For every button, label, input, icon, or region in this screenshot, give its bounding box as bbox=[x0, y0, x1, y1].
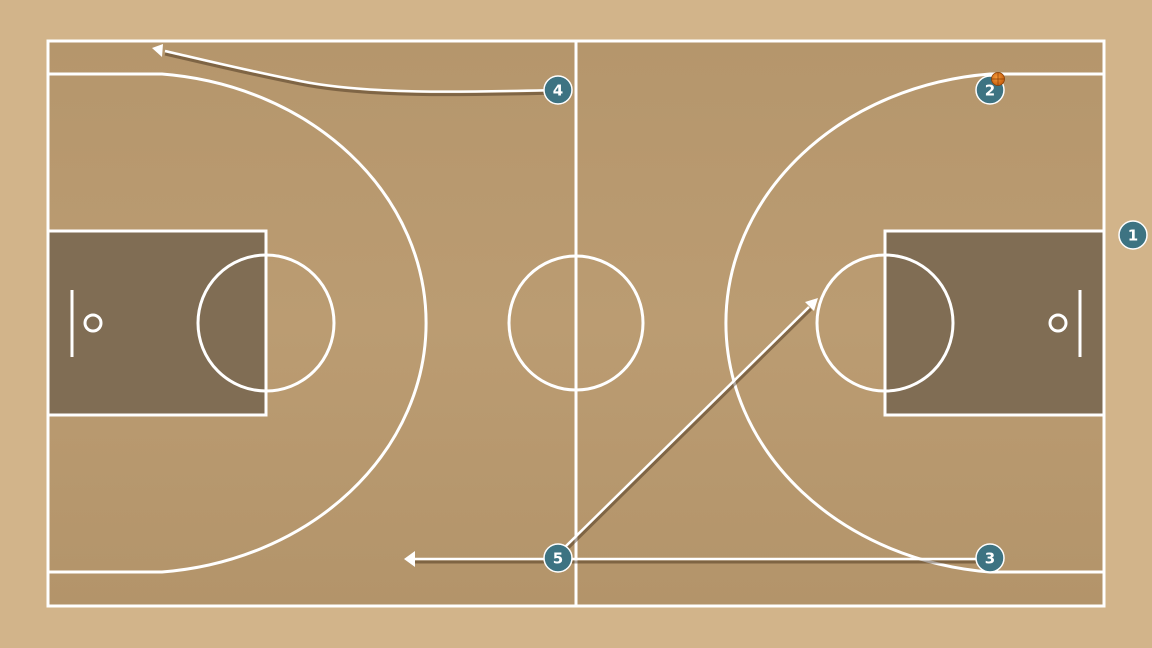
player-4-cut-path bbox=[164, 49, 560, 93]
left-paint-outline bbox=[48, 229, 268, 417]
right-hoop bbox=[1048, 313, 1068, 333]
right-three-point-line bbox=[724, 72, 1104, 574]
player-5-cut-diagonal-arrowhead bbox=[805, 298, 818, 311]
right-paint bbox=[885, 231, 1103, 415]
player-5-cut-diagonal-path bbox=[564, 306, 810, 548]
left-free-throw-circle bbox=[196, 253, 336, 393]
left-three-point-line bbox=[48, 72, 428, 574]
left-paint bbox=[48, 231, 266, 415]
player-4-marker[interactable]: 4 bbox=[543, 75, 573, 105]
player-1-marker[interactable]: 1 bbox=[1118, 220, 1148, 250]
player-5-label: 5 bbox=[553, 550, 563, 568]
player-5-cut-left-arrowhead bbox=[404, 551, 415, 567]
basketball-icon bbox=[991, 72, 1005, 86]
player-3-marker[interactable]: 3 bbox=[975, 543, 1005, 573]
right-free-throw-circle bbox=[815, 253, 955, 393]
player-5-marker[interactable]: 5 bbox=[543, 543, 573, 573]
center-circle bbox=[507, 254, 645, 392]
player-4-label: 4 bbox=[553, 82, 563, 100]
player-1-label: 1 bbox=[1128, 227, 1138, 245]
player-4-cut-arrowhead bbox=[152, 44, 163, 57]
player-2-label: 2 bbox=[985, 82, 995, 100]
right-paint-outline bbox=[883, 229, 1104, 417]
player-3-label: 3 bbox=[985, 550, 995, 568]
left-hoop bbox=[83, 313, 103, 333]
